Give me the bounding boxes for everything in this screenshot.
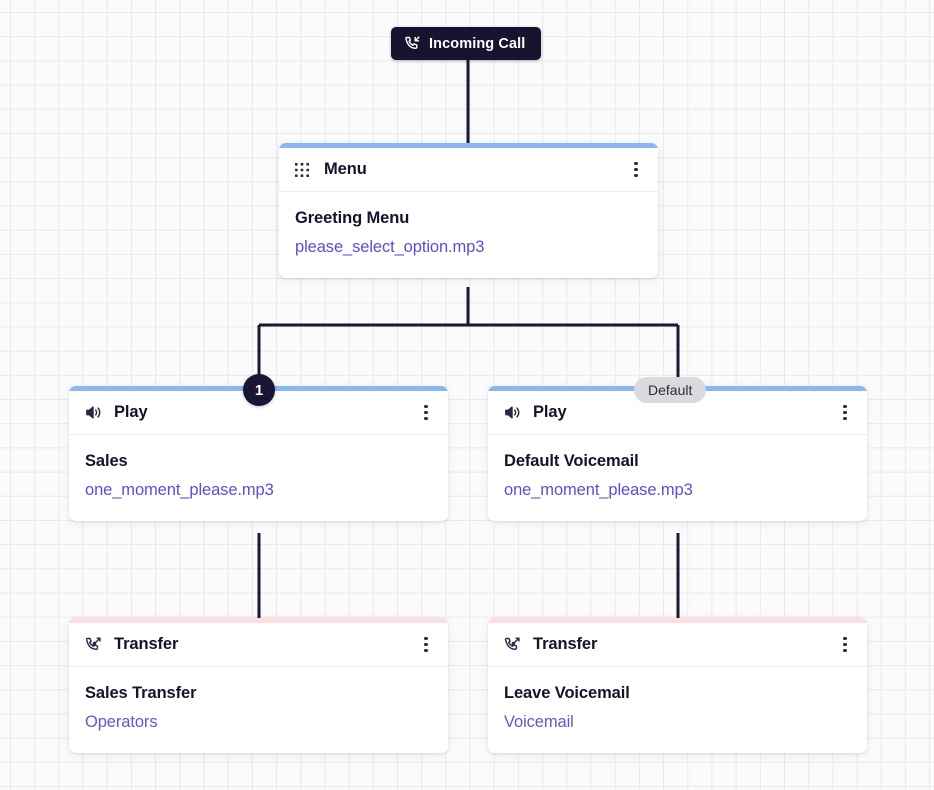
node-detail-link[interactable]: one_moment_please.mp3	[85, 481, 274, 499]
node-body: Sales Transfer Operators	[69, 667, 448, 753]
node-type-label: Menu	[324, 160, 367, 178]
edge-label-option-1[interactable]: 1	[243, 374, 275, 406]
call-transfer-icon	[504, 636, 523, 653]
node-options-kebab-icon[interactable]	[417, 635, 435, 655]
incoming-call-icon	[404, 35, 421, 52]
node-detail-link[interactable]: one_moment_please.mp3	[504, 481, 693, 499]
node-options-kebab-icon[interactable]	[836, 635, 854, 655]
node-options-kebab-icon[interactable]	[417, 403, 435, 423]
incoming-call-badge[interactable]: Incoming Call	[391, 27, 542, 60]
speaker-icon	[504, 405, 523, 420]
dialpad-grid-icon	[295, 162, 314, 177]
node-body: Greeting Menu please_select_option.mp3	[279, 192, 658, 278]
node-body: Default Voicemail one_moment_please.mp3	[488, 435, 867, 521]
node-header: Play	[69, 391, 448, 435]
call-transfer-icon	[85, 636, 104, 653]
node-header: Menu	[279, 148, 658, 192]
node-detail-link[interactable]: please_select_option.mp3	[295, 238, 485, 256]
node-detail-link[interactable]: Operators	[85, 713, 158, 731]
node-title: Default Voicemail	[504, 452, 639, 470]
node-play-default-voicemail[interactable]: Play Default Voicemail one_moment_please…	[488, 386, 867, 521]
node-options-kebab-icon[interactable]	[627, 160, 645, 180]
node-accent-bar	[279, 143, 658, 148]
node-type-label: Play	[533, 403, 567, 421]
node-body: Sales one_moment_please.mp3	[69, 435, 448, 521]
node-menu[interactable]: Menu Greeting Menu please_select_option.…	[279, 143, 658, 278]
node-title: Sales Transfer	[85, 684, 197, 702]
node-type-label: Transfer	[114, 635, 179, 653]
node-header: Transfer	[488, 623, 867, 667]
node-accent-bar	[488, 618, 867, 623]
node-title: Leave Voicemail	[504, 684, 630, 702]
node-play-sales[interactable]: Play Sales one_moment_please.mp3	[69, 386, 448, 521]
node-options-kebab-icon[interactable]	[836, 403, 854, 423]
node-title: Sales	[85, 452, 128, 470]
incoming-call-label: Incoming Call	[429, 35, 526, 52]
speaker-icon	[85, 405, 104, 420]
edge-label-default[interactable]: Default	[634, 377, 707, 403]
node-detail-link[interactable]: Voicemail	[504, 713, 574, 731]
node-header: Transfer	[69, 623, 448, 667]
node-type-label: Transfer	[533, 635, 598, 653]
node-transfer-voicemail[interactable]: Transfer Leave Voicemail Voicemail	[488, 618, 867, 753]
node-header: Play	[488, 391, 867, 435]
edge-label-option-1-text: 1	[254, 381, 264, 399]
node-title: Greeting Menu	[295, 209, 410, 227]
edge-label-default-text: Default	[648, 382, 693, 398]
node-type-label: Play	[114, 403, 148, 421]
node-accent-bar	[69, 618, 448, 623]
node-body: Leave Voicemail Voicemail	[488, 667, 867, 753]
node-transfer-sales[interactable]: Transfer Sales Transfer Operators	[69, 618, 448, 753]
